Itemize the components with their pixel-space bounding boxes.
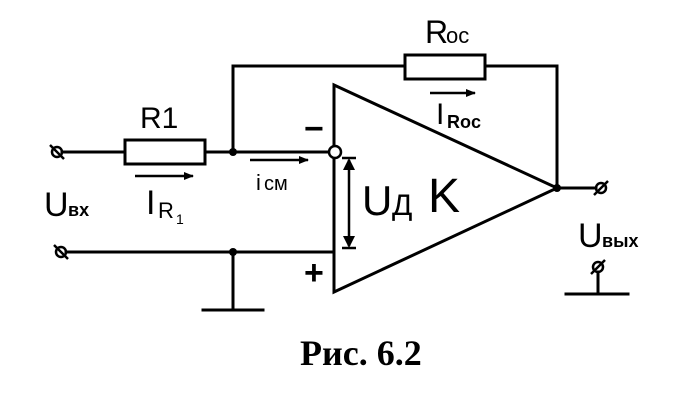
label-uvx-sub: вх xyxy=(68,200,89,220)
label-iroc: I xyxy=(436,98,444,131)
output-terminal xyxy=(593,180,609,196)
resistor-r1 xyxy=(123,138,207,166)
opamp-triangle xyxy=(332,82,561,295)
label-icm-sub: см xyxy=(264,173,288,195)
label-uvyx: U xyxy=(578,217,603,255)
label-ir1-subsub: 1 xyxy=(176,211,184,227)
label-icm: i xyxy=(256,170,261,195)
label-gain-k: K xyxy=(428,170,460,223)
label-ir1: I xyxy=(146,184,155,222)
label-ir1-sub: R xyxy=(158,198,174,223)
resistor-roc xyxy=(403,53,487,81)
label-ud: U xyxy=(362,177,392,224)
label-uvyx-sub: вых xyxy=(602,231,638,251)
ud-arrow-head-bottom xyxy=(343,236,355,248)
label-ud-sub: Д xyxy=(392,189,412,222)
label-r1: R1 xyxy=(140,102,178,135)
ud-arrow-head-top xyxy=(343,158,355,170)
label-roc: R xyxy=(425,14,448,50)
figure-caption: Рис. 6.2 xyxy=(300,333,422,373)
label-iroc-sub: Roc xyxy=(447,112,481,132)
label-uvx: U xyxy=(44,186,69,224)
label-plus: + xyxy=(304,254,324,292)
inverting-input-circle xyxy=(327,144,343,160)
label-roc-sub: ос xyxy=(446,23,469,48)
output-ground-terminal xyxy=(564,259,630,296)
label-minus: − xyxy=(304,110,324,148)
